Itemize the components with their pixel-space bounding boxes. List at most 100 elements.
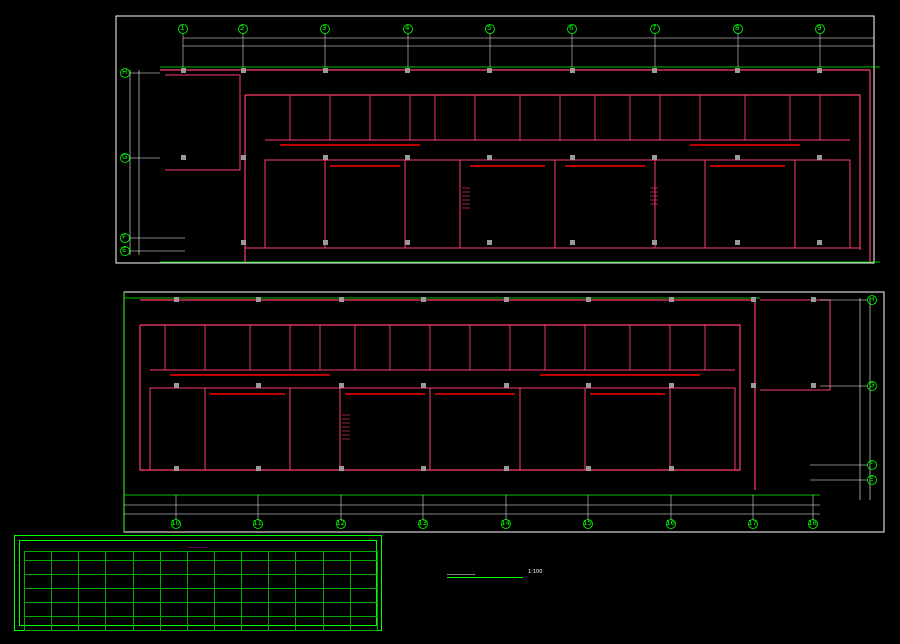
schedule-cell [132, 616, 161, 631]
schedule-header-cell [159, 551, 188, 561]
top-axis-row-F: F [122, 233, 127, 241]
top-plan-columns [181, 68, 822, 245]
schedule-cell [51, 616, 80, 631]
schedule-title: ________ [188, 542, 208, 548]
schedule-cell [213, 602, 243, 617]
schedule-cell [241, 602, 270, 617]
top-axis-col-9: 9 [817, 24, 822, 32]
schedule-row [23, 588, 379, 603]
schedule-cell [349, 560, 379, 575]
schedule-cell [186, 560, 215, 575]
bottom-plan-frame [123, 291, 885, 533]
schedule-cell [159, 616, 188, 631]
schedule-cell [78, 616, 107, 631]
top-axis-col-3: 3 [322, 24, 327, 32]
schedule-cell [105, 560, 134, 575]
schedule-cell [132, 574, 161, 589]
schedule-header-cell [241, 551, 270, 561]
schedule-header-cell [213, 551, 243, 561]
schedule-cell [78, 602, 107, 617]
schedule-cell [23, 574, 53, 589]
schedule-cell [322, 616, 351, 631]
schedule-cell [78, 574, 107, 589]
schedule-cell [322, 574, 351, 589]
top-floor-plan [115, 15, 880, 264]
bottom-plan-columns [174, 297, 816, 471]
top-axis-row-G: G [122, 153, 128, 161]
schedule-cell [349, 602, 379, 617]
schedule-cell [268, 560, 297, 575]
schedule-cell [322, 588, 351, 603]
schedule-cell [295, 616, 324, 631]
bottom-axis-col-15: 15 [583, 519, 592, 527]
schedule-cell [51, 574, 80, 589]
schedule-cell [132, 588, 161, 603]
schedule-cell [241, 616, 270, 631]
schedule-row [23, 574, 379, 589]
door-window-schedule: ________ [14, 535, 382, 631]
schedule-cell [268, 574, 297, 589]
schedule-cell [51, 602, 80, 617]
schedule-cell [105, 574, 134, 589]
schedule-cell [213, 560, 243, 575]
schedule-cell [349, 574, 379, 589]
schedule-cell [132, 602, 161, 617]
schedule-row [23, 560, 379, 575]
schedule-cell [186, 588, 215, 603]
drawing-scale: 1:100 [528, 569, 543, 575]
drawing-title: ________ [447, 567, 475, 575]
schedule-header-cell [132, 551, 161, 561]
schedule-header-cell [349, 551, 379, 561]
schedule-cell [295, 574, 324, 589]
drawing-title-underline [447, 577, 523, 578]
top-axis-row-E: E [122, 246, 127, 254]
schedule-row [23, 602, 379, 617]
schedule-inner-frame: ________ [19, 540, 379, 631]
schedule-row [23, 616, 379, 631]
bottom-axis-col-14: 14 [501, 519, 510, 527]
bottom-floor-plan [123, 291, 885, 533]
schedule-cell [159, 574, 188, 589]
schedule-cell [132, 560, 161, 575]
bottom-axis-col-16: 16 [666, 519, 675, 527]
schedule-cell [23, 588, 53, 603]
schedule-cell [51, 588, 80, 603]
schedule-cell [349, 616, 379, 631]
bottom-axis-col-12: 12 [336, 519, 345, 527]
top-axis-col-4: 4 [405, 24, 410, 32]
schedule-cell [295, 560, 324, 575]
top-plan-frame [115, 15, 875, 264]
schedule-cell [213, 616, 243, 631]
schedule-header-cell [105, 551, 134, 561]
schedule-cell [105, 616, 134, 631]
schedule-header-cell [78, 551, 107, 561]
schedule-cell [295, 588, 324, 603]
schedule-cell [23, 616, 53, 631]
top-axis-col-8: 8 [735, 24, 740, 32]
schedule-cell [268, 602, 297, 617]
schedule-header-cell [322, 551, 351, 561]
schedule-cell [322, 602, 351, 617]
schedule-cell [295, 602, 324, 617]
schedule-cell [105, 602, 134, 617]
schedule-cell [241, 560, 270, 575]
top-axis-col-5: 5 [487, 24, 492, 32]
schedule-cell [322, 560, 351, 575]
bottom-axis-row-H: H [869, 295, 875, 303]
schedule-cell [213, 574, 243, 589]
schedule-cell [78, 560, 107, 575]
schedule-cell [78, 588, 107, 603]
schedule-cell [213, 588, 243, 603]
bottom-axis-row-E: E [869, 475, 874, 483]
schedule-cell [51, 560, 80, 575]
bottom-axis-col-17: 17 [748, 519, 757, 527]
top-axis-col-7: 7 [652, 24, 657, 32]
schedule-cell [159, 560, 188, 575]
schedule-cell [268, 588, 297, 603]
schedule-cell [241, 574, 270, 589]
schedule-cell [159, 588, 188, 603]
bottom-axis-col-11: 11 [253, 519, 262, 527]
bottom-axis-row-F: F [869, 460, 874, 468]
schedule-cell [23, 602, 53, 617]
